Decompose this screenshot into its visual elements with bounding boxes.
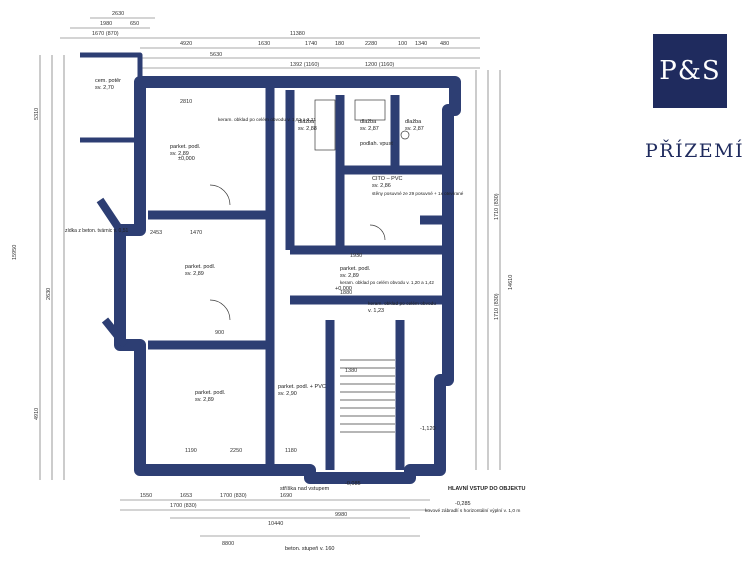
room-label-area: sv. 2,86 (372, 183, 391, 189)
wall-note: zídka z beton. tvárnic v. 0,51 (65, 228, 128, 234)
room-label-name: dlažba (298, 119, 315, 125)
room-label-area: v. 1,23 (368, 308, 384, 314)
dim-top-overall: 11380 (290, 31, 305, 37)
dim-left-b: 4910 (34, 408, 40, 420)
dim-right-a: 1710 (830) (494, 193, 500, 220)
room-label-area: sv. 2,87 (360, 126, 379, 132)
logo-text: P&S (659, 56, 721, 86)
inner-walls (148, 82, 448, 470)
room-label-name: parket. podl. + PVC (278, 384, 326, 390)
room-label-extra: keram. obklad po celém obvodu v. 1,61 a … (218, 117, 316, 123)
room-label-area: sv. 2,89 (195, 397, 214, 403)
dim-bottom-2: 1700 (830) (170, 503, 197, 509)
dim-wall-w7: 1470 (190, 230, 202, 236)
dim-bottom-3: 10440 (268, 521, 283, 527)
room-label-area: sv. 2,89 (340, 273, 359, 279)
dim-bottom-1d: 1690 (280, 493, 292, 499)
room-label-area: sv. 2,70 (95, 85, 114, 91)
level-mark: +0,000 (335, 286, 352, 292)
room-label-extra: keram. obklad po celém obvodu v. 1,20 a … (340, 280, 434, 285)
dim-top-5c: 1200 (1160) (365, 62, 394, 68)
dim-top-2a: 1980 (100, 21, 112, 27)
dim-top-4h: 480 (440, 41, 449, 47)
room-label-name: cem. potěr (95, 78, 121, 84)
dim-left-a: 5310 (34, 108, 40, 120)
dim-wall-w1: 1190 (185, 448, 197, 454)
dim-left-overall: 15950 (12, 245, 18, 260)
room-label-name: parket. podl. (185, 264, 216, 270)
brand-panel: P&S PŘÍZEMÍ (545, 0, 749, 562)
room-label-name: dlažba (360, 119, 377, 125)
dimension-lines (39, 17, 501, 537)
dimension-labels: 2630 1980 650 1670 (870) 11380 4920 1630… (12, 11, 514, 547)
dim-bottom-4: 8800 (222, 541, 234, 547)
dim-right-overall: 14610 (508, 275, 514, 290)
dim-bottom-1c: 1700 (830) (220, 493, 247, 499)
annotations: zídka z beton. tvárnic v. 0,51 HLAVNÍ VS… (65, 156, 525, 552)
dim-top-2b: 650 (130, 21, 139, 27)
room-label-name: parket. podl. (340, 266, 371, 272)
level-mark: -1,120 (420, 426, 436, 432)
floor-plan-drawing: 2630 1980 650 1670 (870) 11380 4920 1630… (12, 11, 526, 552)
dim-top-5b: 1392 (1160) (290, 62, 319, 68)
dim-wall-w2: 2250 (230, 448, 242, 454)
metal-note: kovové zábradlí s horizontální výplní v.… (425, 508, 520, 514)
dim-wall-w9: 1930 (350, 253, 362, 259)
dim-top-4a: 4920 (180, 41, 192, 47)
dim-wall-w8: 1880 (340, 290, 352, 296)
room-label-name: parket. podl. (195, 390, 226, 396)
room-label-area: sv. 2,89 (170, 151, 189, 157)
stair-and-fixtures (209, 99, 410, 433)
room-label-name: CITO – PVC (372, 176, 402, 182)
dim-top-4e: 2280 (365, 41, 377, 47)
dim-top-4b: 1630 (258, 41, 270, 47)
room-label-name: podlah. vpust (360, 141, 393, 147)
dim-wall-w6: 2810 (180, 99, 192, 105)
room-label-name: keram. obklad po celém obvodu (368, 301, 436, 307)
dim-right-b: 1710 (830) (494, 293, 500, 320)
dim-top-4f: 100 (398, 41, 407, 47)
room-label-area: sv. 2,87 (405, 126, 424, 132)
room-label-name: dlažba (405, 119, 422, 125)
dim-top-1: 2630 (112, 11, 124, 17)
room-labels: cem. potěr sv. 2,70 parket. podl. sv. 2,… (95, 78, 464, 403)
dim-top-4g: 1340 (415, 41, 427, 47)
room-label-area: sv. 2,89 (185, 271, 204, 277)
level-mark: ±0,000 (178, 156, 195, 162)
dim-top-5a: 5630 (210, 52, 222, 58)
company-logo: P&S (653, 34, 727, 108)
floor-label: PŘÍZEMÍ (645, 140, 745, 162)
dim-wall-w5: 900 (215, 330, 224, 336)
dim-top-4c: 1740 (305, 41, 317, 47)
dim-bottom-1a: 1550 (140, 493, 152, 499)
dim-bottom-1b: 1653 (180, 493, 192, 499)
room-label-area: sv. 2,88 (298, 126, 317, 132)
entrance-label: HLAVNÍ VSTUP DO OBJEKTU (448, 484, 525, 492)
entrance-level: -0,285 (455, 501, 471, 507)
dim-top-3: 1670 (870) (92, 31, 119, 37)
dim-top-4d: 180 (335, 41, 344, 47)
room-label-extra: stěny posuvné ze 29 posuvné + 1x otevíra… (372, 191, 464, 196)
room-label-area: sv. 2,90 (278, 391, 297, 397)
dim-bottom-5: 9980 (335, 512, 347, 518)
step-note: beton. stupeň v. 160 (285, 546, 334, 552)
walls (80, 52, 461, 484)
dim-wall-w3: 1180 (285, 448, 297, 454)
dim-wall-w4a: 2453 (150, 230, 162, 236)
level-mark: -0,085 (345, 481, 361, 487)
roof-note: stříška nad vstupem (280, 486, 330, 492)
dim-wall-w10: 1380 (345, 368, 357, 374)
room-label-name: parket. podl. (170, 144, 201, 150)
dim-left-c: 2630 (46, 288, 52, 300)
